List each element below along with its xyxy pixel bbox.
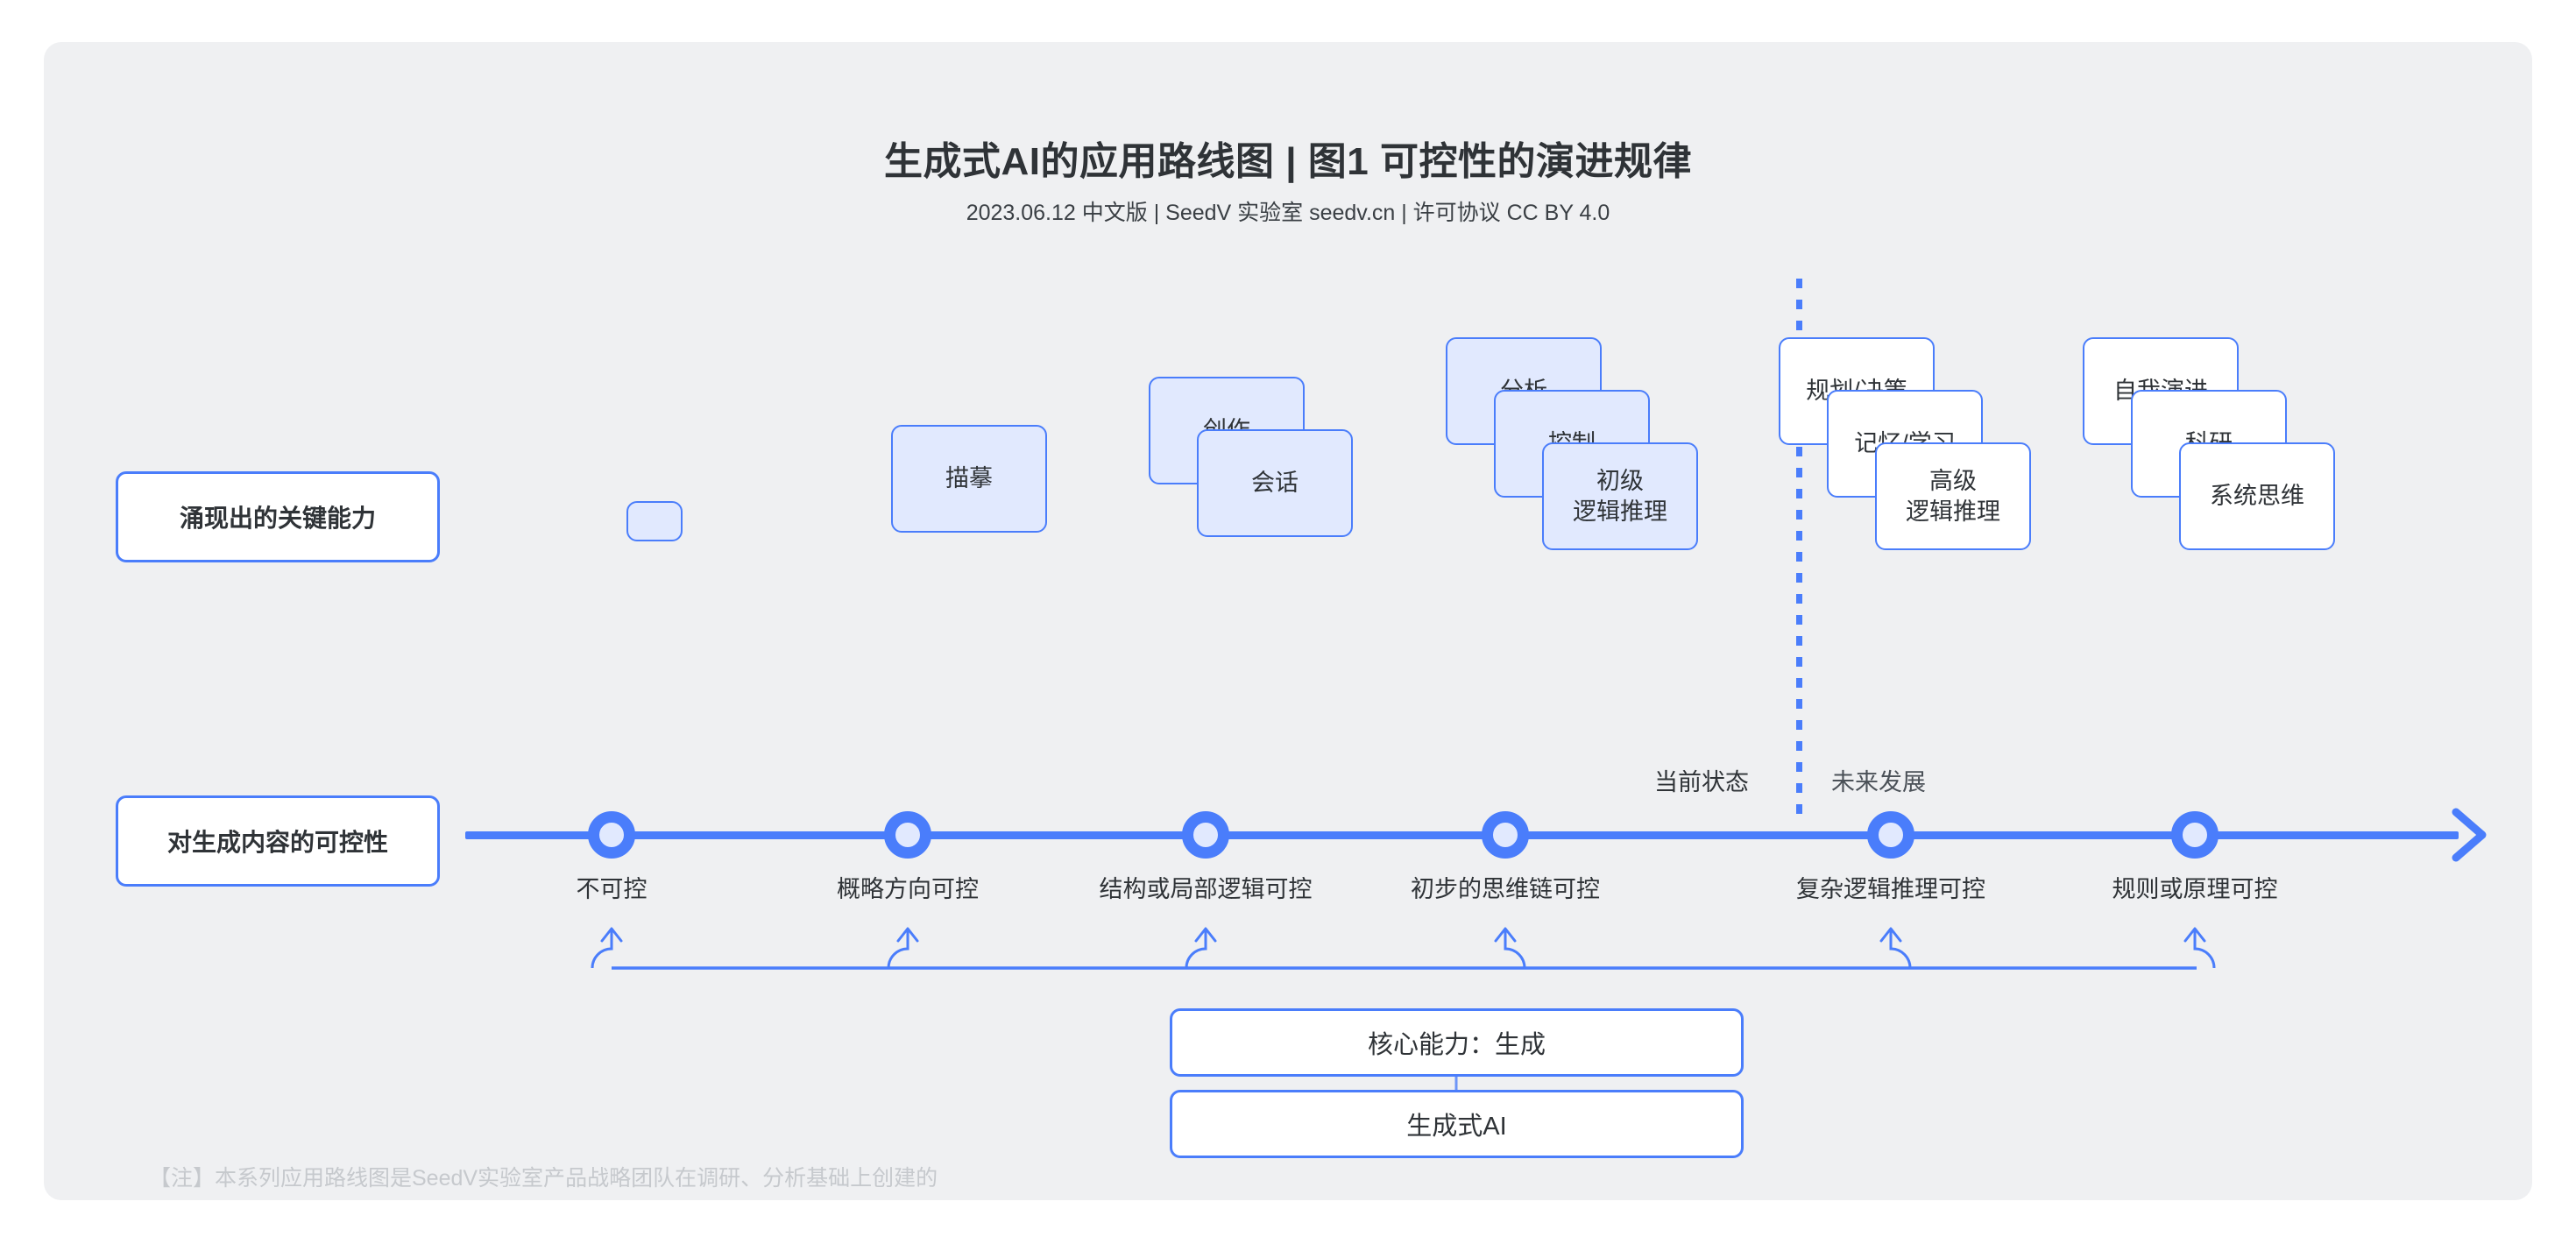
capability-card[interactable]: 描摹 [891,425,1047,533]
timeline-node[interactable] [1182,811,1229,859]
capability-card[interactable]: 高级 逻辑推理 [1875,442,2031,550]
timeline-arrow-icon [2452,808,2487,862]
connector-path [591,929,613,969]
timeline-node[interactable] [2171,811,2219,859]
row-label-controllability: 对生成内容的可控性 [116,795,440,887]
connector-path [1504,929,1526,969]
core-capability-box[interactable]: 核心能力：生成 [1170,1008,1744,1077]
connector-path [1889,929,1912,969]
connector-path [887,929,909,969]
timeline-node-label: 初步的思维链可控 [1411,876,1600,902]
phase-label-future: 未来发展 [1831,769,1926,795]
phase-label-present: 当前状态 [1654,769,1749,795]
timeline-node[interactable] [1867,811,1914,859]
connector-arrow-icon [2183,927,2206,943]
capability-card[interactable]: 初级 逻辑推理 [1542,442,1698,550]
connector-arrow-icon [600,927,623,943]
connector-arrow-icon [1194,927,1217,943]
page-title: 生成式AI的应用路线图 | 图1 可控性的演进规律 [884,140,1692,183]
timeline-node-label: 结构或局部逻辑可控 [1099,876,1313,902]
timeline-node[interactable] [588,811,635,859]
foundation-box[interactable]: 生成式AI [1170,1090,1744,1158]
connector-path [2193,929,2216,969]
connector-arrow-icon [1879,927,1902,943]
diagram-canvas: 生成式AI的应用路线图 | 图1 可控性的演进规律 2023.06.12 中文版… [44,42,2532,1200]
capability-card[interactable] [626,501,683,541]
connector-path [1185,929,1207,969]
timeline-axis [465,831,2459,839]
connector-arrow-icon [1494,927,1517,943]
timeline-node-label: 复杂逻辑推理可控 [1796,876,1985,902]
capability-card[interactable]: 会话 [1197,429,1353,537]
timeline-node[interactable] [1482,811,1529,859]
timeline-node-label: 概略方向可控 [837,876,979,902]
connector-arrow-icon [896,927,919,943]
row-label-capabilities: 涌现出的关键能力 [116,471,440,562]
capability-card[interactable]: 系统思维 [2179,442,2335,550]
present-future-divider [1796,279,1802,822]
timeline-node-label: 不可控 [576,876,648,902]
page-subtitle: 2023.06.12 中文版 | SeedV 实验室 seedv.cn | 许可… [966,201,1610,225]
timeline-node-label: 规则或原理可控 [2112,876,2278,902]
footnote: 【注】本系列应用路线图是SeedV实验室产品战略团队在调研、分析基础上创建的 [149,1166,938,1191]
timeline-node[interactable] [884,811,931,859]
